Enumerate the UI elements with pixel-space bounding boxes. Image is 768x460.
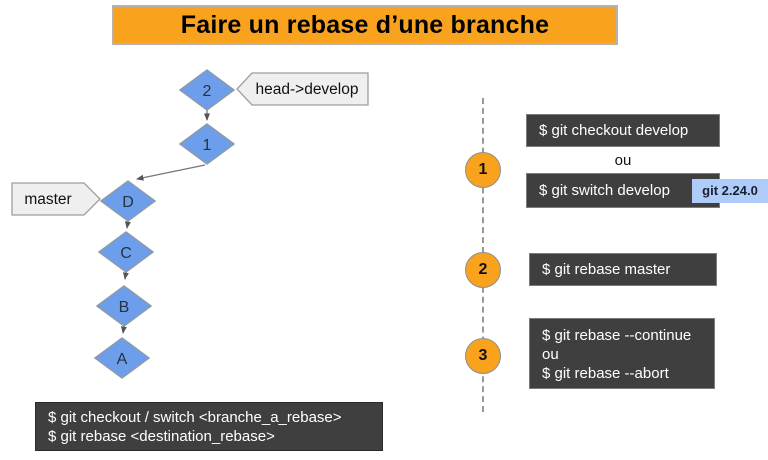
commit-label-1: 1 xyxy=(203,137,212,154)
commit-label-A: A xyxy=(117,351,128,368)
step-3-badge: 3 xyxy=(465,338,501,374)
page-title: Faire un rebase d’une branche xyxy=(180,11,550,39)
command-checkout-develop: $ git checkout develop xyxy=(526,114,720,147)
commit-label-D: D xyxy=(122,194,134,211)
or-separator: ou xyxy=(614,152,632,169)
master-label: master xyxy=(24,191,71,208)
command-line: $ git rebase <destination_rebase> xyxy=(48,428,275,445)
git-graph: head->develop master 2 1 D C B A xyxy=(11,69,369,379)
command-rebase-master: $ git rebase master xyxy=(529,253,717,286)
connector-commitC-commitB xyxy=(122,271,129,280)
command-line: $ git checkout / switch <branche_a_rebas… xyxy=(48,409,342,426)
command-line: $ git rebase --continue xyxy=(542,327,692,344)
command-switch-develop: $ git switch develop xyxy=(526,173,720,208)
commit-label-B: B xyxy=(119,299,130,316)
commit-node-D xyxy=(99,180,157,222)
master-label-shape xyxy=(11,182,101,216)
connector-commit1-commitD xyxy=(136,164,206,181)
command-rebase-continue-abort: $ git rebase --continue ou $ git rebase … xyxy=(529,318,715,389)
commit-node-1 xyxy=(178,123,236,165)
head-develop-label-shape xyxy=(236,72,369,106)
generic-commands-box: $ git checkout / switch <branche_a_rebas… xyxy=(35,402,383,451)
title-banner: Faire un rebase d’une branche xyxy=(112,5,618,45)
git-version-badge: git 2.24.0 xyxy=(692,179,768,203)
step-2-badge: 2 xyxy=(465,252,501,288)
commit-node-B xyxy=(95,285,153,327)
command-line: $ git rebase --abort xyxy=(542,365,669,382)
commit-node-2 xyxy=(178,69,236,111)
command-line: ou xyxy=(542,346,559,363)
connector-commitB-commitA xyxy=(120,325,127,334)
commit-node-C xyxy=(97,231,155,273)
commit-node-A xyxy=(93,337,151,379)
commit-label-C: C xyxy=(120,245,132,262)
step-1-badge: 1 xyxy=(465,152,501,188)
connector-commitD-commitC xyxy=(124,220,131,229)
commit-label-2: 2 xyxy=(203,83,212,100)
head-develop-label: head->develop xyxy=(256,81,359,98)
